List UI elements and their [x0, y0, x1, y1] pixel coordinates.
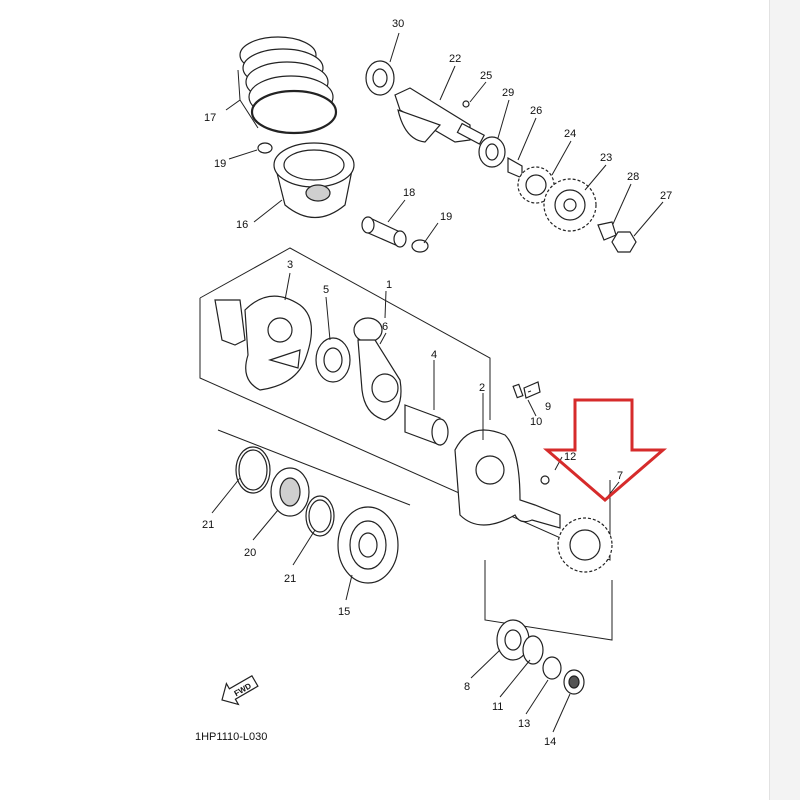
callout-14: 14	[544, 736, 556, 748]
crank-left-half	[214, 295, 312, 391]
crank-pin-4	[404, 404, 449, 446]
callout-15: 15	[338, 606, 350, 618]
callout-9: 9	[545, 401, 551, 413]
leader-lines	[211, 32, 664, 733]
fwd-arrow: FWD	[221, 674, 259, 706]
callout-5: 5	[323, 284, 329, 296]
piston-rings	[239, 36, 338, 135]
callout-12: 12	[564, 451, 576, 463]
bearing-5	[315, 337, 351, 383]
callout-10: 10	[530, 416, 542, 428]
balancer-shaft	[365, 60, 637, 253]
callout-18: 18	[403, 187, 415, 199]
piston	[273, 142, 355, 218]
highlight-arrow	[542, 398, 668, 502]
callout-28: 28	[627, 171, 639, 183]
piston-pin	[361, 216, 407, 248]
callout-13: 13	[518, 718, 530, 730]
callout-19-right: 19	[440, 211, 452, 223]
callout-17: 17	[204, 112, 216, 124]
callout-20: 20	[244, 547, 256, 559]
callout-27: 27	[660, 190, 672, 202]
callout-1: 1	[386, 279, 392, 291]
callout-21-left: 21	[202, 519, 214, 531]
callout-19-upper: 19	[214, 158, 226, 170]
callout-16: 16	[236, 219, 248, 231]
callout-6: 6	[382, 321, 388, 333]
crankshaft-assembly-bracket	[199, 247, 611, 561]
callout-4: 4	[431, 349, 437, 361]
crank-right-half	[454, 381, 561, 529]
callout-26: 26	[530, 105, 542, 117]
callout-29: 29	[502, 87, 514, 99]
callout-2: 2	[479, 382, 485, 394]
drawing-code: 1HP1110-L030	[195, 731, 267, 743]
callout-22: 22	[449, 53, 461, 65]
callout-30: 30	[392, 18, 404, 30]
callout-25: 25	[480, 70, 492, 82]
callout-21-right: 21	[284, 573, 296, 585]
callout-7: 7	[617, 470, 623, 482]
callout-23: 23	[600, 152, 612, 164]
page-edge	[769, 0, 800, 800]
callout-3: 3	[287, 259, 293, 271]
callout-labels: 1 2 3 4 5 6 7 8 9 10 11 12 13 14 15 16 1…	[202, 18, 672, 748]
piston-pin-clip-upper	[257, 142, 273, 154]
timing-gear-group	[484, 517, 613, 695]
callout-11: 11	[492, 701, 503, 713]
left-bearing-group	[217, 429, 411, 584]
piston-pin-clip-right	[411, 239, 429, 253]
connecting-rod	[353, 317, 402, 421]
callout-8: 8	[464, 681, 470, 693]
callout-24: 24	[564, 128, 576, 140]
